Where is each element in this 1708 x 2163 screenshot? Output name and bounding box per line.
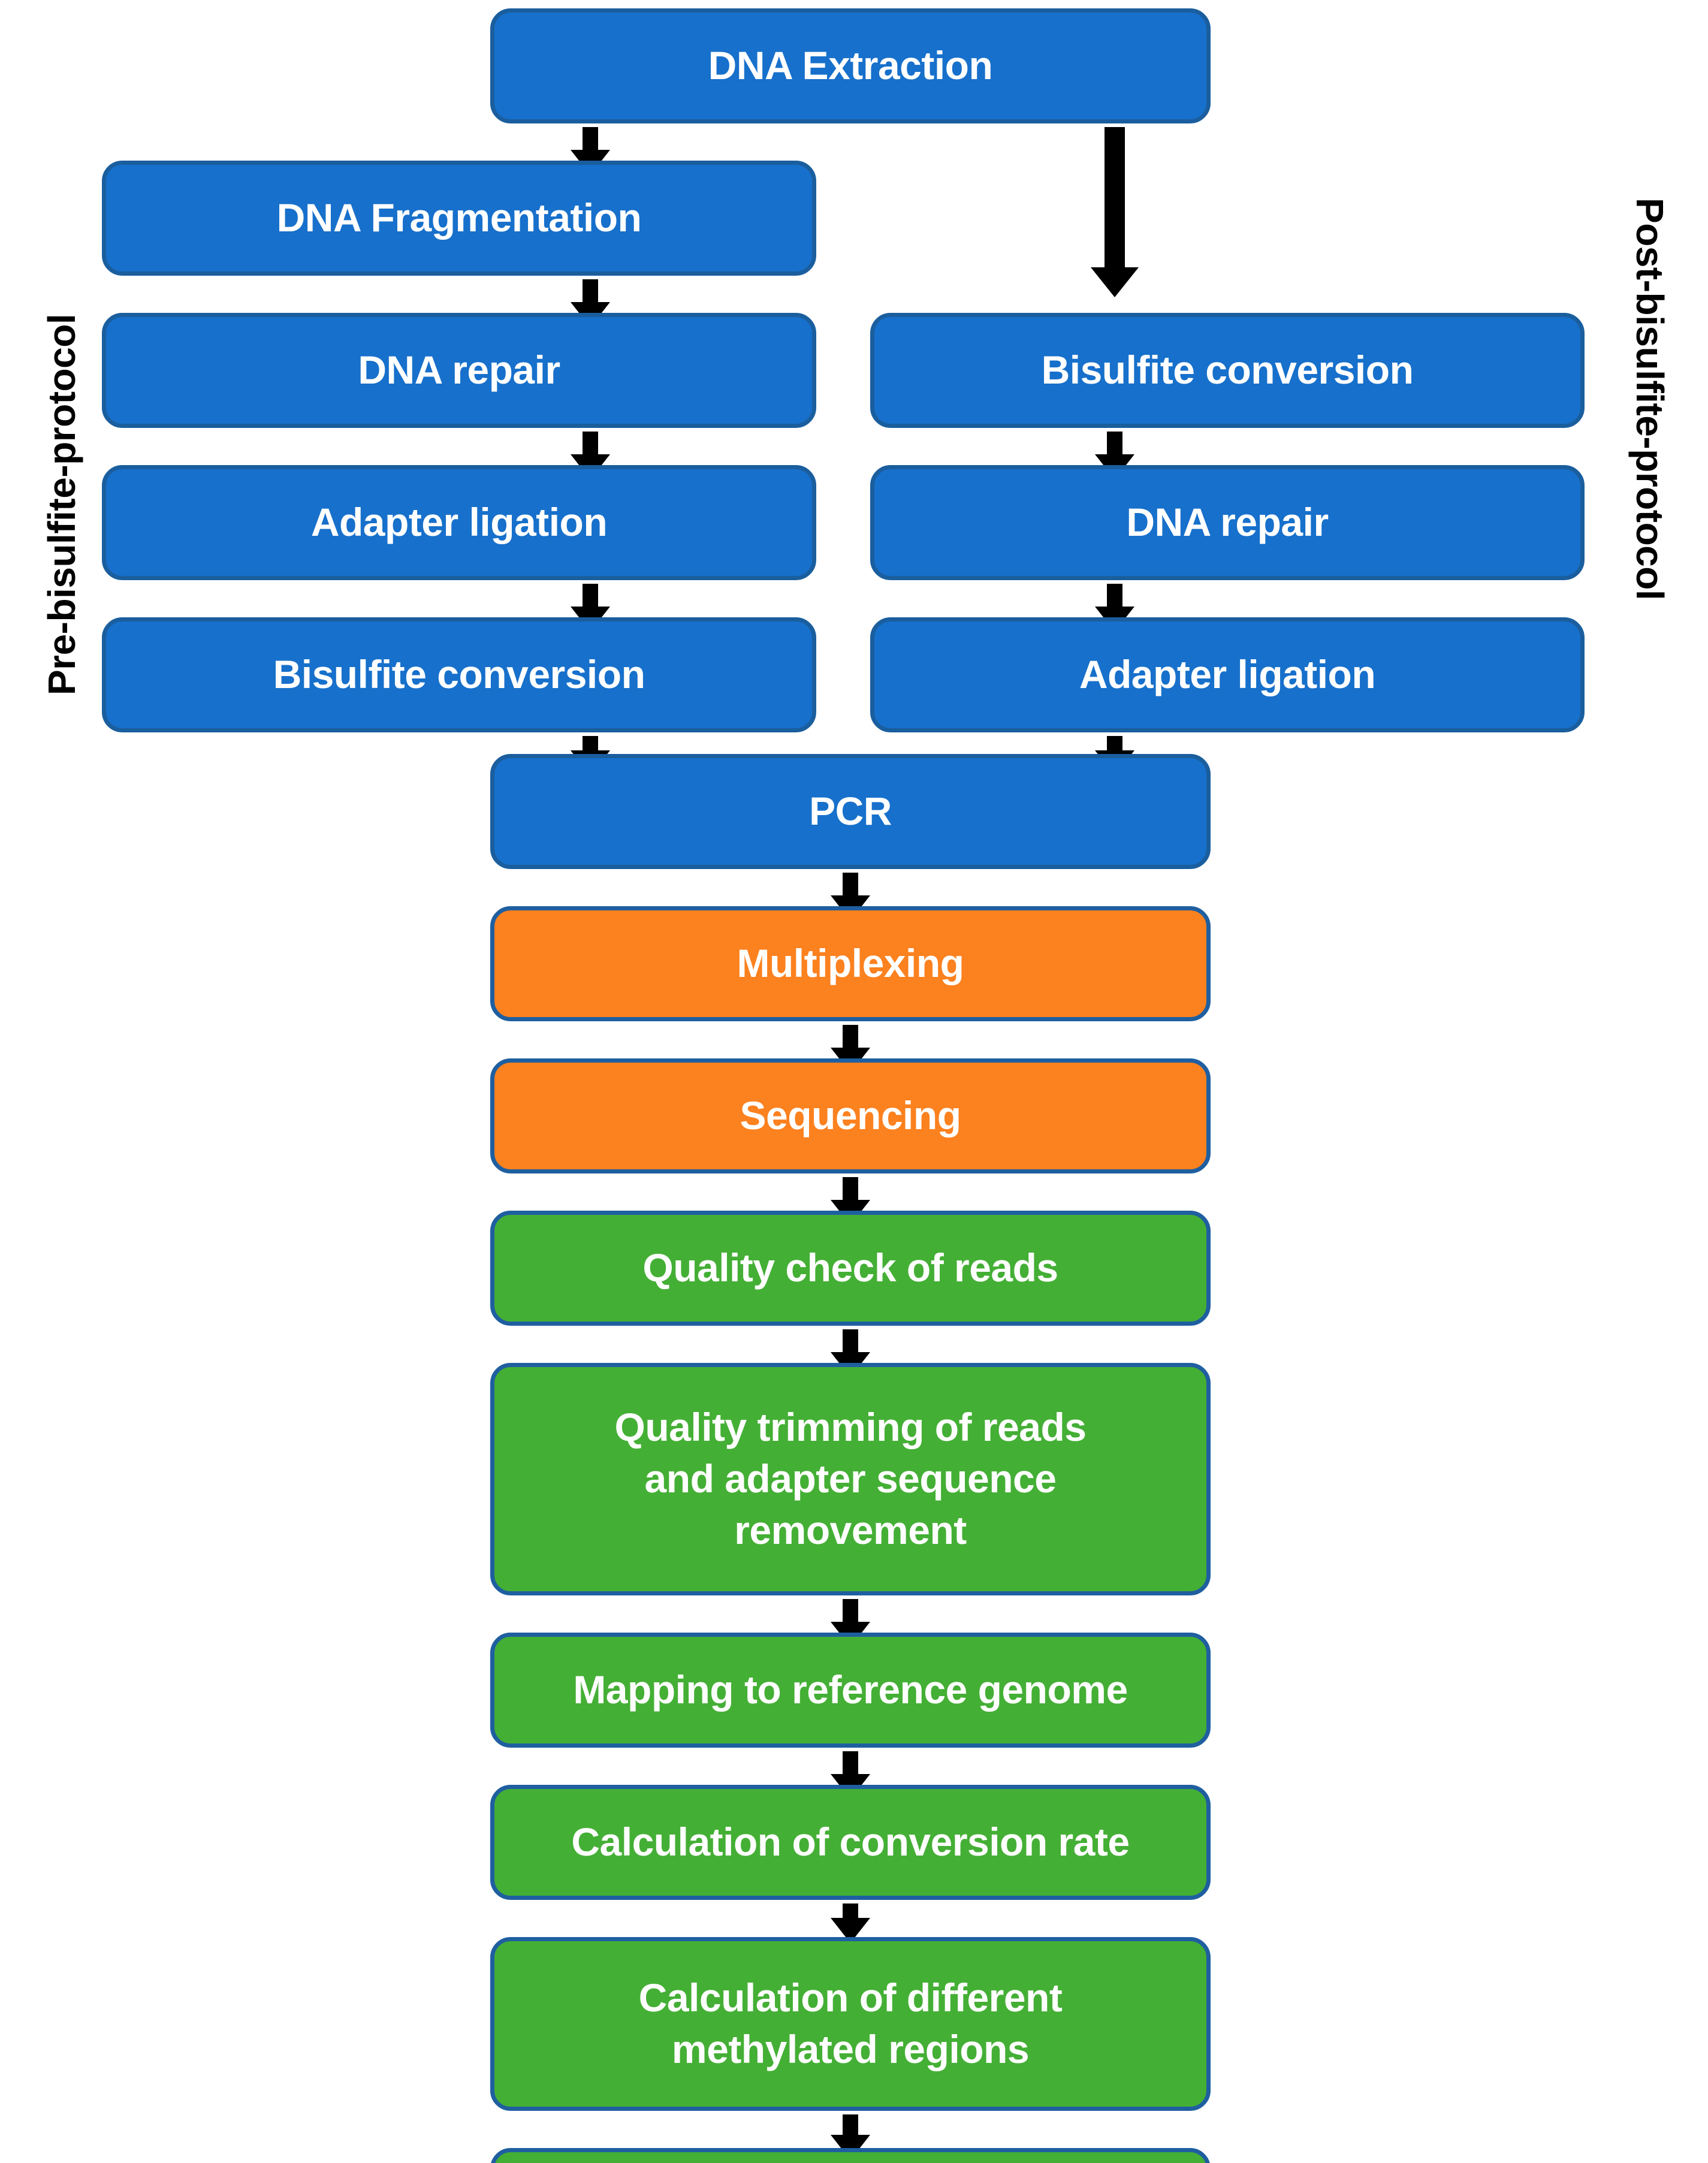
- node-label: Bisulfite conversion: [273, 652, 645, 697]
- node-sequencing[interactable]: Sequencing: [490, 1058, 1211, 1173]
- node-label: Quality trimming of reads and adapter se…: [614, 1405, 1087, 1552]
- node-quality-check-of-reads[interactable]: Quality check of reads: [490, 1211, 1211, 1326]
- node-label: Calculation of conversion rate: [571, 1820, 1130, 1865]
- node-label: Adapter ligation: [1079, 652, 1376, 697]
- node-pre-bisulfite-conversion[interactable]: Bisulfite conversion: [102, 617, 816, 732]
- node-pre-dna-repair[interactable]: DNA repair: [102, 313, 816, 428]
- node-mapping-to-reference-genome[interactable]: Mapping to reference genome: [490, 1633, 1211, 1748]
- node-label: Adapter ligation: [310, 500, 608, 545]
- node-label: PCR: [809, 789, 892, 834]
- node-visualization-and-interpretation[interactable]: Visualization and Interpretation: [490, 2148, 1211, 2163]
- node-label: Mapping to reference genome: [573, 1667, 1128, 1712]
- node-label: Calculation of different methylated regi…: [638, 1975, 1063, 2071]
- node-calculation-of-conversion-rate[interactable]: Calculation of conversion rate: [490, 1785, 1211, 1900]
- node-post-bisulfite-conversion[interactable]: Bisulfite conversion: [870, 313, 1585, 428]
- node-label: Quality check of reads: [642, 1245, 1058, 1290]
- node-post-adapter-ligation[interactable]: Adapter ligation: [870, 617, 1585, 732]
- node-pcr[interactable]: PCR: [490, 754, 1211, 869]
- node-label: Multiplexing: [737, 941, 964, 986]
- node-calculation-of-methylated-regions[interactable]: Calculation of different methylated regi…: [490, 1937, 1211, 2111]
- node-label: Sequencing: [740, 1093, 961, 1138]
- side-label-post-bisulfite-protocol: Post-bisulfite-protocol: [1628, 198, 1671, 601]
- node-label: DNA repair: [1126, 500, 1329, 545]
- side-label-pre-bisulfite-protocol: Pre-bisulfite-protocol: [40, 313, 83, 695]
- node-label: Bisulfite conversion: [1041, 348, 1414, 393]
- node-label: DNA Extraction: [708, 43, 993, 88]
- node-pre-dna-fragmentation[interactable]: DNA Fragmentation: [102, 161, 816, 276]
- node-label: DNA repair: [358, 348, 560, 393]
- node-dna-extraction[interactable]: DNA Extraction: [490, 8, 1211, 123]
- node-multiplexing[interactable]: Multiplexing: [490, 906, 1211, 1021]
- node-post-dna-repair[interactable]: DNA repair: [870, 465, 1585, 580]
- node-label: DNA Fragmentation: [276, 195, 642, 240]
- node-quality-trimming-of-reads[interactable]: Quality trimming of reads and adapter se…: [490, 1363, 1211, 1595]
- node-pre-adapter-ligation[interactable]: Adapter ligation: [102, 465, 816, 580]
